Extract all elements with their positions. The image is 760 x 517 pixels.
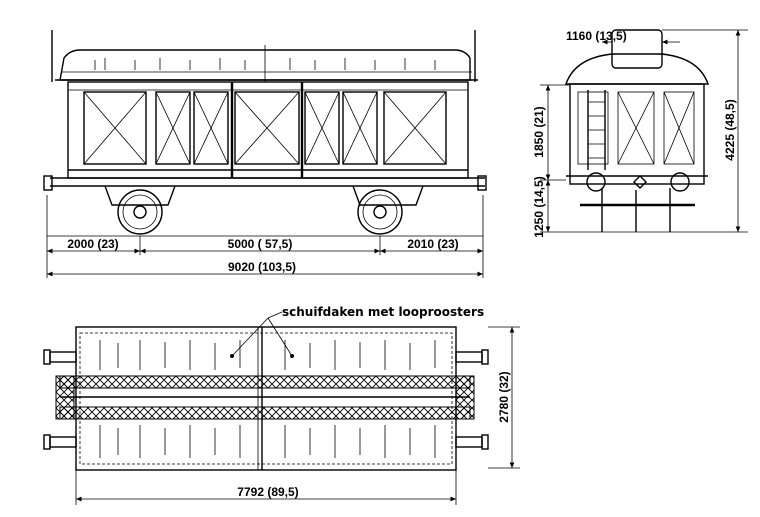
top-buffers — [43, 349, 489, 450]
side-roof — [51, 30, 478, 82]
top-walkway-lower — [59, 406, 471, 420]
top-roof-stripes — [99, 340, 436, 458]
side-wheelsets — [104, 185, 424, 235]
end-undercarriage — [580, 188, 695, 232]
dim-overhang-right: 2010 (23) — [407, 237, 458, 251]
end-view: 1160 (13,5) 1850 (21) 1250 (14,5) 4225 (… — [532, 29, 748, 238]
side-dimensions: 2000 (23) 5000 ( 57,5) 2010 (23) 9020 (1… — [46, 195, 484, 278]
dim-floor-height: 1250 (14,5) — [532, 176, 546, 237]
end-body — [566, 83, 708, 192]
dim-wheelbase: 5000 ( 57,5) — [228, 237, 293, 251]
side-body — [43, 81, 487, 191]
end-roof-hatch — [611, 29, 663, 69]
end-roof — [565, 53, 709, 85]
roof-annotation: schuifdaken met looproosters — [282, 305, 484, 319]
dim-body-height: 1850 (21) — [532, 106, 546, 157]
end-dimensions: 1160 (13,5) 1850 (21) 1250 (14,5) 4225 (… — [532, 29, 748, 238]
dim-overhang-left: 2000 (23) — [67, 237, 118, 251]
dim-body-length: 7792 (89,5) — [237, 485, 298, 499]
top-body-outline — [75, 326, 457, 471]
dim-total-length: 9020 (103,5) — [228, 260, 296, 274]
dim-top-width: 1160 (13,5) — [566, 29, 627, 43]
side-view: 2000 (23) 5000 ( 57,5) 2010 (23) 9020 (1… — [43, 30, 487, 278]
dim-total-height: 4225 (48,5) — [723, 99, 737, 160]
dim-width: 2780 (32) — [497, 371, 511, 422]
top-walkway-upper — [59, 375, 471, 389]
top-view: schuifdaken met looproosters 2780 (32) 7… — [43, 305, 520, 505]
